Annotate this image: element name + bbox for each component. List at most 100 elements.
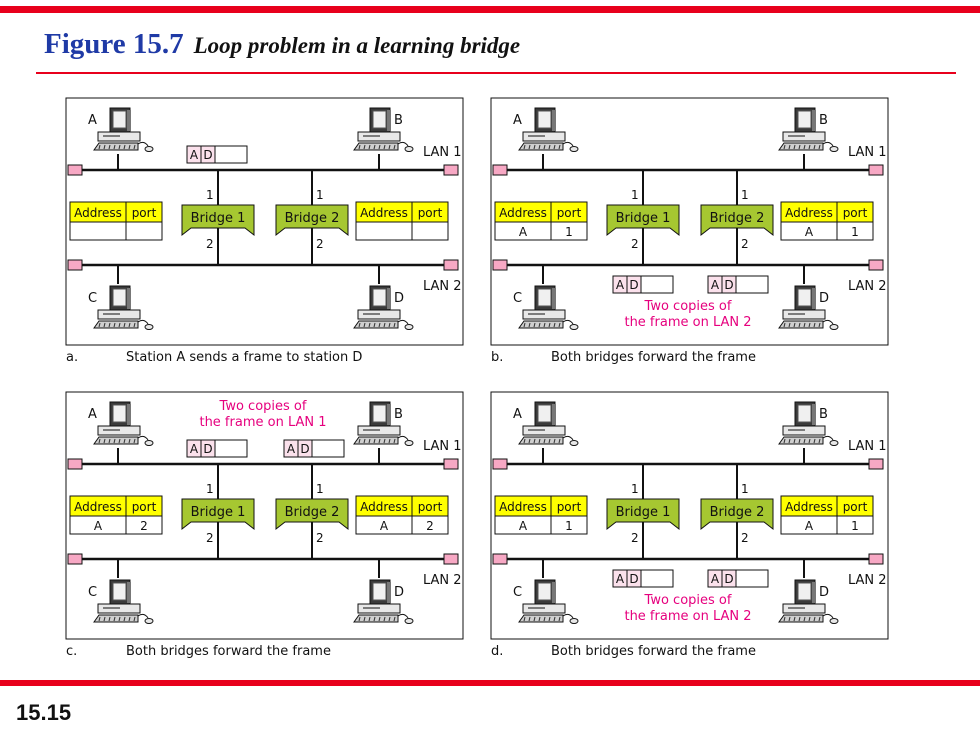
key-stroke <box>783 616 786 622</box>
mouse-cord <box>562 435 574 441</box>
screen-shape <box>372 582 387 601</box>
key-stroke <box>548 322 551 328</box>
mouse-shape <box>144 440 154 446</box>
copies-note-line: the frame on LAN 2 <box>624 315 751 330</box>
table-header-port: port <box>557 500 582 514</box>
mouse-cord <box>397 435 409 441</box>
key-stroke <box>133 144 136 150</box>
key-stroke <box>818 322 821 328</box>
bridge-label: Bridge 2 <box>285 211 340 226</box>
station-a-computer <box>518 107 579 152</box>
table-address-cell <box>355 221 413 241</box>
key-stroke <box>798 144 801 150</box>
key-stroke <box>118 438 121 444</box>
lan-terminator <box>67 458 83 470</box>
table-port-cell <box>550 221 588 241</box>
figure-number: Figure 15.7 <box>44 28 184 60</box>
key-stroke <box>528 144 531 150</box>
table-header-address: Address <box>499 500 547 514</box>
mouse-shape <box>144 324 154 330</box>
mouse-shape <box>829 324 839 330</box>
key-stroke <box>813 144 816 150</box>
key-stroke <box>383 322 386 328</box>
key-stroke <box>378 616 381 622</box>
lan-terminator <box>67 259 83 271</box>
table-port-value: 2 <box>140 519 148 533</box>
key-stroke <box>393 438 396 444</box>
key-stroke <box>813 438 816 444</box>
station-c-computer <box>518 285 579 330</box>
key-stroke <box>808 438 811 444</box>
station-a-computer <box>93 107 154 152</box>
key-stroke <box>128 322 131 328</box>
key-stroke <box>388 616 391 622</box>
table-header-address: Address <box>499 206 547 220</box>
bridge1: Bridge 1 <box>606 204 680 237</box>
table-header-address: Address <box>74 500 122 514</box>
key-stroke <box>373 144 376 150</box>
table-port-cell <box>550 515 588 535</box>
table-port-value: 2 <box>426 519 434 533</box>
mouse-cord <box>137 613 149 619</box>
lan-terminator <box>492 458 508 470</box>
station-d-label: D <box>394 585 404 600</box>
keyboard-shape <box>778 614 824 623</box>
key-stroke <box>528 322 531 328</box>
keyboard-shape <box>518 320 564 329</box>
station-d-computer <box>353 285 414 330</box>
table-header-port: port <box>843 500 868 514</box>
bridge-shape <box>606 204 680 237</box>
frame-dst-field <box>626 569 642 588</box>
monitor-side <box>812 404 816 425</box>
lan-terminator <box>868 259 884 271</box>
mouse-cord <box>397 141 409 147</box>
station-b-label: B <box>394 113 403 128</box>
key-stroke <box>793 144 796 150</box>
key-stroke <box>378 322 381 328</box>
frame-src-label: A <box>616 572 625 586</box>
lan2-label: LAN 2 <box>423 573 462 588</box>
key-stroke <box>813 322 816 328</box>
frame-dst-field <box>721 569 737 588</box>
key-stroke <box>363 322 366 328</box>
key-stroke <box>123 616 126 622</box>
station-b-computer <box>778 401 839 446</box>
key-stroke <box>543 144 546 150</box>
table-header-port: port <box>132 500 157 514</box>
bridge1-port1-label: 1 <box>206 188 214 202</box>
key-stroke <box>378 438 381 444</box>
key-stroke <box>528 438 531 444</box>
key-stroke <box>533 144 536 150</box>
table-header-port: port <box>843 206 868 220</box>
bridge-label: Bridge 2 <box>710 505 765 520</box>
key-stroke <box>803 438 806 444</box>
station-c-label: C <box>88 585 97 600</box>
key-stroke <box>788 438 791 444</box>
bridge-label: Bridge 1 <box>191 211 246 226</box>
key-stroke <box>803 144 806 150</box>
key-stroke <box>548 616 551 622</box>
lan-terminator <box>492 259 508 271</box>
table-address-value: A <box>805 519 814 533</box>
screen-shape <box>112 582 127 601</box>
key-stroke <box>103 144 106 150</box>
frame-dst-field <box>200 439 216 458</box>
frame-src-label: A <box>287 442 296 456</box>
key-stroke <box>103 322 106 328</box>
key-stroke <box>133 322 136 328</box>
key-stroke <box>803 322 806 328</box>
top-red-bar <box>0 6 980 13</box>
station-c-label: C <box>513 585 522 600</box>
bridge1: Bridge 1 <box>181 204 255 237</box>
key-stroke <box>783 322 786 328</box>
station-a-label: A <box>88 407 97 422</box>
key-stroke <box>813 616 816 622</box>
mouse-shape <box>144 146 154 152</box>
lan1-label: LAN 1 <box>848 439 887 454</box>
